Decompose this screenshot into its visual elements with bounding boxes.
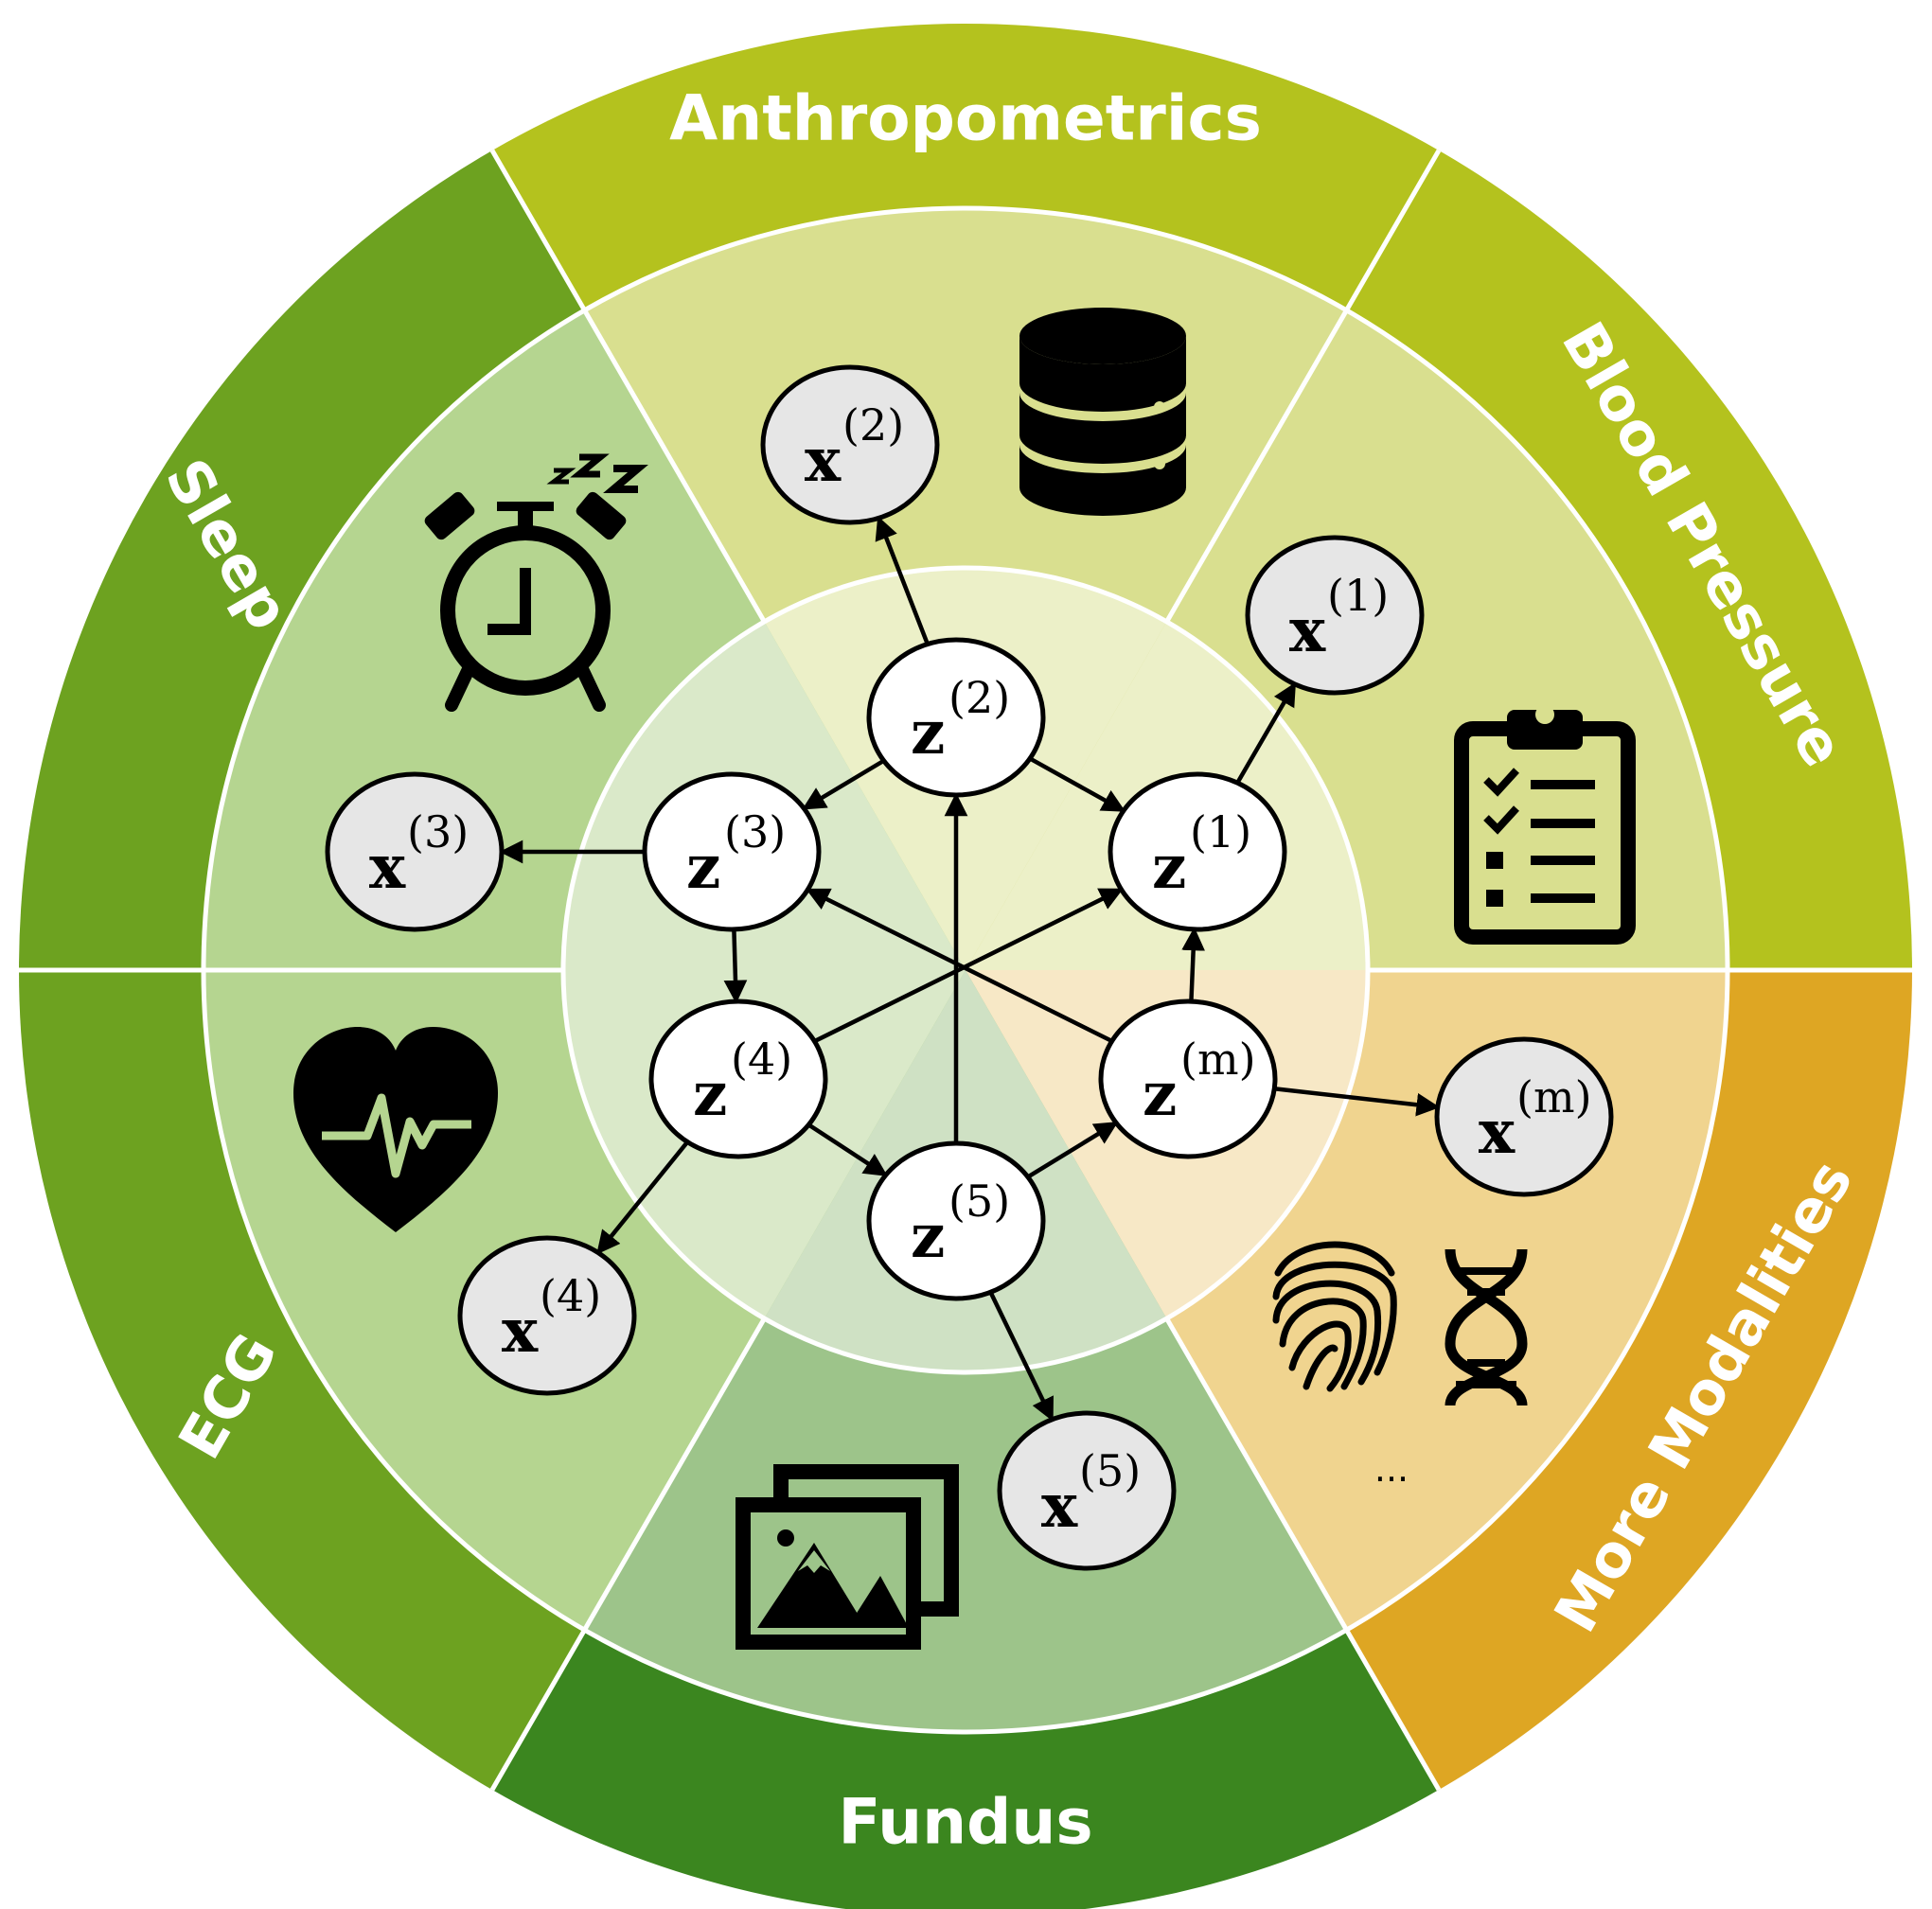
node-z2: z(2) bbox=[866, 637, 1046, 798]
edge-z4-z1 bbox=[813, 887, 1124, 1044]
edge-z5-zm bbox=[1026, 1121, 1119, 1179]
node-x4: x(4) bbox=[457, 1235, 637, 1396]
node-z3-shape bbox=[642, 771, 822, 932]
node-x2-superscript: (2) bbox=[842, 399, 904, 451]
fingerprint-icon bbox=[1272, 1241, 1397, 1392]
node-xm-shape bbox=[1434, 1036, 1614, 1197]
node-z1-superscript: (1) bbox=[1190, 806, 1251, 857]
node-x4-shape bbox=[457, 1235, 637, 1396]
node-x2: x(2) bbox=[760, 364, 940, 525]
node-z2-variable: z bbox=[911, 698, 945, 769]
edge-z2-z1 bbox=[1028, 756, 1126, 813]
image-gallery-icon bbox=[736, 1464, 959, 1650]
radial-divider-3 bbox=[1164, 1317, 1442, 1792]
node-z5-variable: z bbox=[911, 1201, 945, 1272]
node-x1-shape bbox=[1245, 535, 1425, 696]
segment-label-anthropometrics: Anthropometrics bbox=[669, 82, 1262, 155]
node-x3-superscript: (3) bbox=[407, 806, 469, 857]
node-x5-shape bbox=[997, 1410, 1177, 1571]
node-xm-variable: x bbox=[1479, 1097, 1515, 1168]
edge-zm-z3 bbox=[806, 887, 1113, 1044]
node-x5-superscript: (5) bbox=[1079, 1445, 1141, 1496]
clipboard-checklist-icon bbox=[1454, 705, 1636, 945]
node-x5-variable: x bbox=[1041, 1471, 1078, 1542]
edge-z2-z3 bbox=[802, 758, 885, 811]
edge-zm-xm bbox=[1274, 1087, 1441, 1117]
node-z5-shape bbox=[866, 1140, 1046, 1301]
edge-z5-x5 bbox=[988, 1291, 1055, 1422]
node-z1: z(1) bbox=[1108, 771, 1287, 932]
node-x3: x(3) bbox=[325, 771, 505, 932]
radial-divider-4 bbox=[489, 1317, 767, 1792]
node-z5: z(5) bbox=[866, 1140, 1046, 1301]
node-z4-superscript: (4) bbox=[731, 1034, 792, 1085]
edge-zm-z1 bbox=[1181, 927, 1206, 1002]
node-zm-superscript: (m) bbox=[1180, 1034, 1256, 1085]
node-z3-variable: z bbox=[686, 832, 720, 903]
edge-z4-z5 bbox=[807, 1122, 888, 1177]
segment-label-fundus: Fundus bbox=[838, 1786, 1092, 1859]
radial-divider-0 bbox=[489, 149, 767, 624]
database-icon bbox=[1019, 308, 1186, 521]
node-x4-superscript: (4) bbox=[540, 1270, 601, 1321]
node-z3-superscript: (3) bbox=[724, 806, 786, 857]
node-z3: z(3) bbox=[642, 771, 822, 932]
node-x2-shape bbox=[760, 364, 940, 525]
node-xm: x(m) bbox=[1434, 1036, 1614, 1197]
node-x1: x(1) bbox=[1245, 535, 1425, 696]
dna-icon bbox=[1445, 1248, 1528, 1407]
node-z2-superscript: (2) bbox=[948, 672, 1010, 723]
graph-nodes: z(1)z(2)z(3)z(4)z(5)z(m)x(1)x(2)x(3)x(4)… bbox=[325, 364, 1614, 1571]
node-zm-variable: z bbox=[1143, 1059, 1177, 1130]
edge-z2-x2 bbox=[875, 516, 930, 645]
edge-z1-x1 bbox=[1235, 681, 1297, 785]
node-z2-shape bbox=[866, 637, 1046, 798]
node-x4-variable: x bbox=[502, 1296, 539, 1367]
node-z5-superscript: (5) bbox=[948, 1175, 1010, 1227]
edge-z4-x4 bbox=[596, 1140, 689, 1255]
node-z1-variable: z bbox=[1152, 832, 1186, 903]
sleep-zzz-icon bbox=[546, 453, 648, 493]
edge-z3-z4 bbox=[723, 928, 748, 1004]
node-x1-superscript: (1) bbox=[1327, 570, 1389, 621]
graph-edges bbox=[499, 516, 1441, 1422]
ellipsis-text: ... bbox=[1374, 1448, 1409, 1490]
node-x3-shape bbox=[325, 771, 505, 932]
node-x3-variable: x bbox=[369, 832, 406, 903]
radial-divider-1 bbox=[1164, 149, 1442, 624]
node-zm: z(m) bbox=[1098, 999, 1278, 1159]
node-x2-variable: x bbox=[805, 425, 842, 496]
node-x1-variable: x bbox=[1289, 595, 1326, 666]
node-z1-shape bbox=[1108, 771, 1287, 932]
node-x5: x(5) bbox=[997, 1410, 1177, 1571]
node-z4-shape bbox=[648, 999, 828, 1159]
node-zm-shape bbox=[1098, 999, 1278, 1159]
node-z4: z(4) bbox=[648, 999, 828, 1159]
node-xm-superscript: (m) bbox=[1516, 1071, 1592, 1122]
segment-dividers bbox=[19, 149, 1912, 1792]
heart-ecg-icon bbox=[293, 1027, 498, 1232]
alarm-clock-sleep-icon bbox=[424, 491, 627, 712]
node-z4-variable: z bbox=[693, 1059, 727, 1130]
